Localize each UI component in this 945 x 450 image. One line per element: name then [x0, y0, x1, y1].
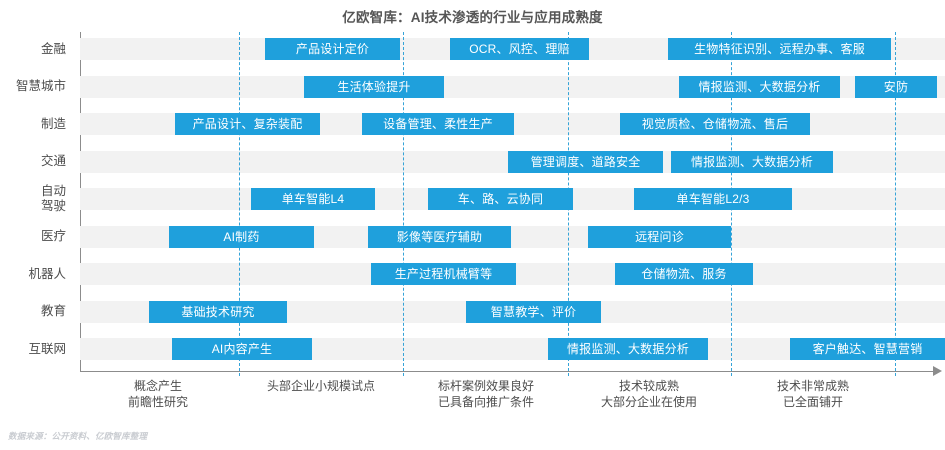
- row-label-axis: 金融智慧城市制造交通自动驾驶医疗机器人教育互联网: [0, 32, 76, 370]
- application-bar[interactable]: 情报监测、大数据分析: [679, 75, 840, 98]
- source-note: 数据来源：公开资料、亿欧智库整理: [8, 431, 148, 441]
- stage-divider-5: [895, 32, 896, 376]
- application-bar[interactable]: 产品设计定价: [265, 38, 400, 60]
- row-label-line: 智慧城市: [15, 79, 66, 93]
- application-bar[interactable]: 视觉质检、仓储物流、售后: [620, 113, 810, 135]
- application-bar[interactable]: AI制药: [169, 225, 314, 248]
- row-label-line: 机器人: [28, 266, 66, 281]
- stage-label-line: 技术非常成熟: [776, 379, 849, 393]
- stage-label-line: 已全面铺开: [782, 395, 843, 409]
- row-label-6: 机器人: [0, 267, 66, 282]
- application-bar[interactable]: 设备管理、柔性生产: [362, 113, 514, 135]
- application-bar[interactable]: 影像等医疗辅助: [368, 225, 511, 248]
- application-bar[interactable]: 仓储物流、服务: [615, 263, 753, 285]
- row-label-3: 交通: [0, 154, 66, 169]
- stage-divider-1: [239, 32, 240, 376]
- stage-label-line: 技术较成熟: [618, 379, 679, 393]
- application-bar[interactable]: AI内容产生: [172, 338, 312, 360]
- row-label-5: 医疗: [0, 229, 66, 244]
- stage-label-line: 前瞻性研究: [127, 395, 188, 409]
- stage-label-2: 头部企业小规模试点: [231, 378, 411, 394]
- stage-label-line: 标杆案例效果良好: [437, 379, 534, 393]
- row-label-line: 驾驶: [40, 199, 66, 213]
- row-label-0: 金融: [0, 42, 66, 57]
- stage-label-3: 标杆案例效果良好已具备向推广条件: [396, 378, 576, 410]
- x-axis-arrow-icon: [933, 366, 942, 376]
- row-label-line: 制造: [40, 116, 66, 131]
- application-bar[interactable]: 生产过程机械臂等: [371, 263, 516, 285]
- page-title: 亿欧智库：AI技术渗透的行业与应用成熟度: [342, 10, 603, 25]
- application-bar[interactable]: 产品设计、复杂装配: [175, 113, 320, 135]
- row-label-line: 自动: [40, 184, 66, 198]
- stage-label-line: 已具备向推广条件: [437, 395, 534, 409]
- stage-label-line: 概念产生: [133, 379, 182, 393]
- row-label-line: 教育: [40, 304, 66, 318]
- row-label-2: 制造: [0, 117, 66, 132]
- application-bar[interactable]: 远程问诊: [588, 225, 731, 248]
- stage-label-4: 技术较成熟大部分企业在使用: [559, 378, 739, 410]
- row-label-7: 教育: [0, 304, 66, 319]
- stage-divider-2: [403, 32, 404, 376]
- stage-label-line: 头部企业小规模试点: [266, 379, 375, 393]
- stage-label-line: 大部分企业在使用: [600, 395, 697, 409]
- application-bar[interactable]: 单车智能L2/3: [634, 188, 792, 210]
- row-label-line: 交通: [40, 154, 66, 168]
- application-bar[interactable]: 智慧教学、评价: [466, 300, 601, 323]
- row-label-line: 金融: [40, 41, 66, 56]
- row-label-8: 互联网: [0, 342, 66, 357]
- row-label-line: 互联网: [28, 341, 66, 356]
- application-bar[interactable]: 生活体验提升: [304, 75, 444, 98]
- application-bar[interactable]: 情报监测、大数据分析: [548, 338, 708, 360]
- application-bar[interactable]: 车、路、云协同: [428, 188, 573, 210]
- application-bar[interactable]: 基础技术研究: [149, 300, 287, 323]
- stage-label-5: 技术非常成熟已全面铺开: [723, 378, 903, 410]
- row-label-1: 智慧城市: [0, 79, 66, 94]
- row-label-line: 医疗: [40, 229, 66, 243]
- application-bar[interactable]: 管理调度、道路安全: [508, 150, 663, 173]
- application-bar[interactable]: 安防: [855, 75, 937, 98]
- application-bar[interactable]: 客户触达、智慧营销: [790, 338, 945, 360]
- application-bar[interactable]: 生物特征识别、远程办事、客服: [668, 38, 891, 60]
- stage-label-1: 概念产生前瞻性研究: [68, 378, 248, 410]
- row-label-4: 自动驾驶: [0, 184, 66, 214]
- application-bar[interactable]: OCR、风控、理赔: [450, 38, 589, 60]
- application-bar[interactable]: 单车智能L4: [251, 188, 375, 210]
- x-axis-line: [80, 371, 935, 372]
- application-bar[interactable]: 情报监测、大数据分析: [671, 150, 833, 173]
